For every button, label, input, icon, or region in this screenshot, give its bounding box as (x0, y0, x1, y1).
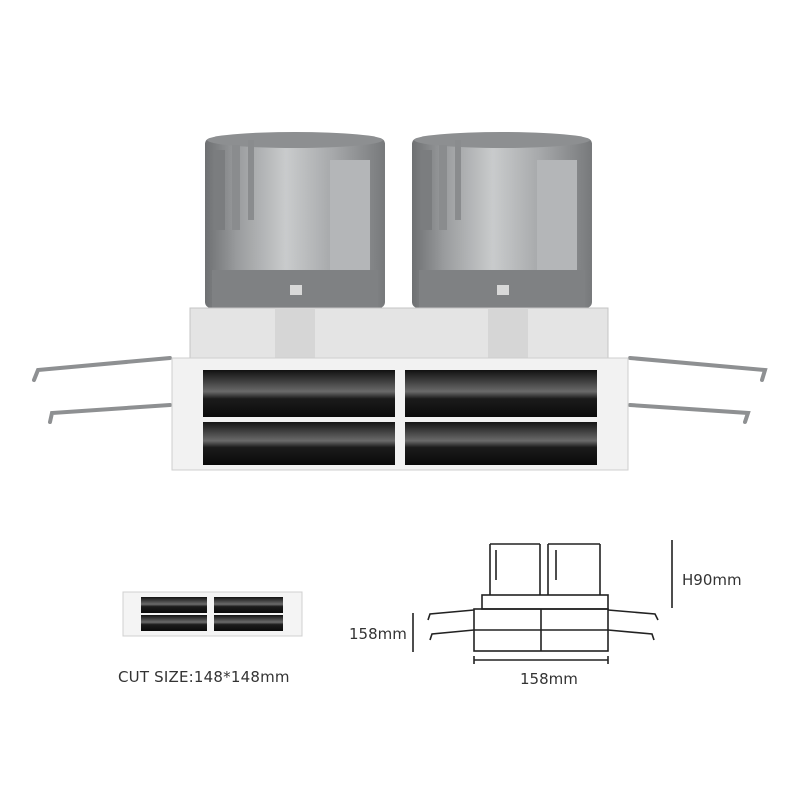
cut-size-label: CUT SIZE:148*148mm (118, 668, 290, 686)
depth-dimension-label: 158mm (349, 625, 407, 643)
right-lamp-housing (412, 132, 592, 308)
reflector-cells (203, 365, 597, 465)
spring-clips (32, 356, 768, 424)
left-lamp-housing (205, 132, 385, 308)
width-dimension-label: 158mm (520, 670, 578, 688)
height-dimension-label: H90mm (682, 571, 742, 589)
mounting-block (189, 307, 609, 361)
